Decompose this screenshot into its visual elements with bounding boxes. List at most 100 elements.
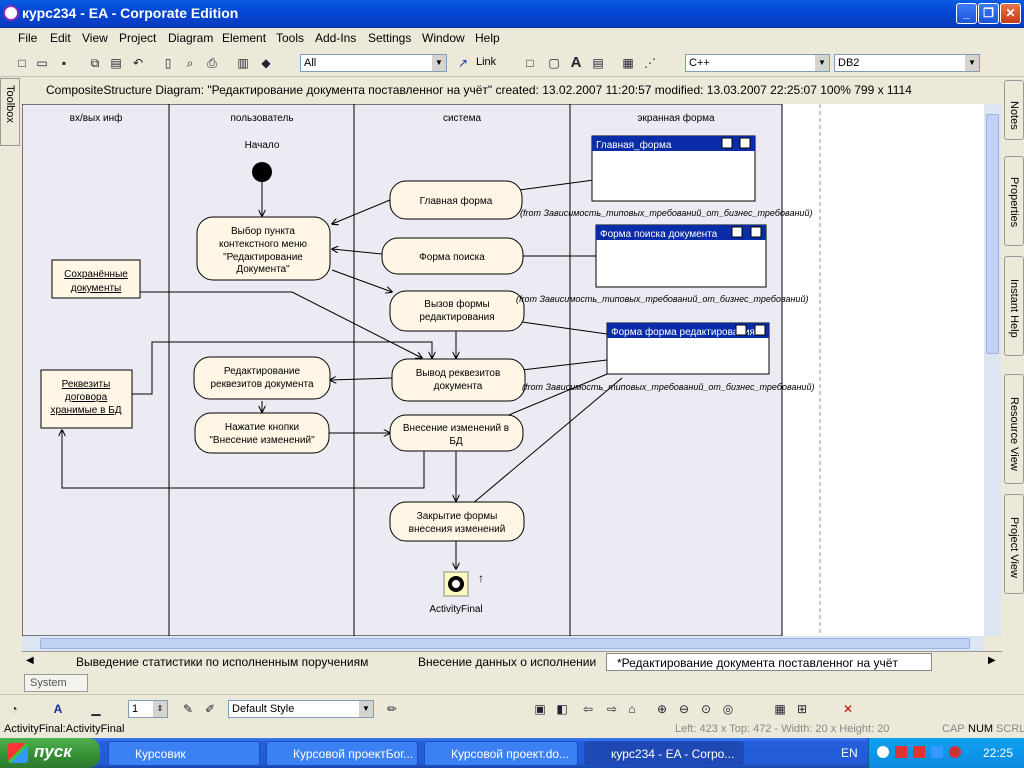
delete-icon[interactable]: ✕	[842, 702, 854, 716]
draw-icon[interactable]: ✏	[386, 702, 398, 716]
text-icon[interactable]: A	[570, 54, 582, 71]
tab-project-view[interactable]: Project View	[1004, 494, 1024, 594]
toolbox-tab[interactable]: Toolbox	[0, 78, 20, 146]
object-requisites[interactable]	[40, 369, 133, 429]
scroll-thumb[interactable]	[40, 638, 970, 649]
tab-left-arrow-icon[interactable]: ◀	[26, 655, 34, 666]
menu-settings[interactable]: Settings	[368, 31, 412, 45]
tab-statistics[interactable]: Выведение статистики по исполненным пору…	[76, 655, 369, 669]
pen-icon[interactable]: ✐	[204, 702, 216, 716]
link-icon[interactable]: ↗	[457, 56, 469, 70]
tab-notes[interactable]: Notes	[1004, 80, 1024, 140]
connector-icon[interactable]: ⋰	[644, 56, 656, 70]
app-icon[interactable]	[3, 5, 19, 21]
system-tab[interactable]: System	[24, 674, 88, 692]
menu-element[interactable]: Element	[222, 31, 267, 45]
format-painter-icon[interactable]: ✎	[182, 702, 194, 716]
menu-file[interactable]: File	[18, 31, 38, 45]
database-select[interactable]: DB2▼	[834, 54, 980, 72]
rectangle-icon[interactable]: □	[526, 56, 534, 70]
tray-icon[interactable]	[913, 746, 925, 758]
zoom-out-icon[interactable]: ⊖	[678, 702, 690, 716]
close-button[interactable]: ✕	[1000, 3, 1021, 24]
vertical-scrollbar[interactable]	[984, 104, 1001, 636]
line-color-icon[interactable]: ▁	[91, 702, 101, 716]
start-label: Начало	[245, 140, 280, 151]
action-apply-db[interactable]	[389, 414, 524, 452]
layout-icon[interactable]: ▦	[774, 702, 786, 716]
home-icon[interactable]: ⌂	[628, 702, 636, 716]
tab-resource-view[interactable]: Resource View	[1004, 374, 1024, 484]
menu-window[interactable]: Window	[422, 31, 465, 45]
open-icon[interactable]: ▭	[36, 56, 48, 70]
action-edit-requisites[interactable]	[193, 356, 331, 400]
scroll-thumb[interactable]	[986, 114, 999, 354]
tray-icon[interactable]	[931, 746, 943, 758]
maximize-button[interactable]: ❐	[978, 3, 999, 24]
print-icon[interactable]: ⎙	[207, 56, 217, 70]
group-icon[interactable]: ▣	[534, 702, 546, 716]
task-folder[interactable]: Курсовик	[108, 741, 260, 766]
task-word-2[interactable]: Курсовой проект.do...	[424, 741, 578, 766]
start-button[interactable]: пуск	[0, 738, 100, 768]
diagram-canvas[interactable]: вх/вых инф пользователь система экранная…	[22, 104, 984, 636]
zoom-in-icon[interactable]: ⊕	[656, 702, 668, 716]
horizontal-scrollbar[interactable]	[22, 636, 984, 651]
text-box-icon[interactable]: ▢	[548, 56, 560, 70]
line-width-input[interactable]: 1⇕	[128, 700, 168, 718]
zoom-fit-icon[interactable]: ⊙	[700, 702, 712, 716]
undo-icon[interactable]: ↶	[132, 56, 144, 70]
fill-color-icon[interactable]: ◔	[10, 702, 18, 716]
dependency-note: (from Зависимость_типовых_требований_от_…	[516, 294, 808, 304]
find-icon[interactable]: ⌕	[186, 56, 194, 70]
language-indicator[interactable]: EN	[841, 746, 858, 760]
notes-icon[interactable]: ▥	[237, 56, 249, 70]
action-call-edit-form[interactable]	[389, 290, 525, 332]
element-icon[interactable]: ▦	[622, 56, 634, 70]
tab-active-diagram[interactable]: *Редактирование документа поставленног н…	[606, 653, 932, 671]
tray-icon[interactable]	[895, 746, 907, 758]
note-icon[interactable]: ▤	[592, 56, 604, 70]
action-select-item[interactable]	[196, 216, 331, 281]
forward-icon[interactable]: ⇨	[606, 702, 618, 716]
tab-instant-help[interactable]: Instant Help	[1004, 256, 1024, 356]
language-select[interactable]: C++▼	[685, 54, 830, 72]
style-select[interactable]: Default Style▼	[228, 700, 374, 718]
tree-icon[interactable]: ⊞	[796, 702, 808, 716]
save-icon[interactable]: ▪	[61, 56, 67, 70]
action-output-requisites[interactable]	[391, 358, 526, 402]
layer-icon[interactable]: ◧	[556, 702, 568, 716]
new-icon[interactable]: □	[18, 56, 26, 70]
initial-node[interactable]	[252, 162, 272, 182]
tray-icon[interactable]	[949, 746, 961, 758]
tray-icon[interactable]	[877, 746, 889, 758]
tab-properties[interactable]: Properties	[1004, 156, 1024, 246]
menu-help[interactable]: Help	[475, 31, 500, 45]
copy-icon[interactable]: ⧉	[90, 56, 100, 70]
task-word-1[interactable]: Курсовой проектБог...	[266, 741, 418, 766]
task-ea[interactable]: курс234 - EA - Corpo...	[584, 741, 744, 766]
action-press-button[interactable]	[194, 412, 330, 454]
action-close-form[interactable]	[389, 501, 525, 542]
menu-edit[interactable]: Edit	[50, 31, 71, 45]
paste-icon[interactable]: ▤	[110, 56, 122, 70]
filter-select[interactable]: All▼	[300, 54, 447, 72]
menu-diagram[interactable]: Diagram	[168, 31, 214, 45]
object-saved-docs[interactable]	[51, 259, 141, 299]
menu-project[interactable]: Project	[119, 31, 157, 45]
menu-view[interactable]: View	[82, 31, 108, 45]
preview-icon[interactable]: ▯	[164, 56, 172, 70]
book-icon[interactable]: ◆	[261, 56, 271, 70]
font-color-icon[interactable]: A	[53, 702, 63, 716]
menu-addins[interactable]: Add-Ins	[315, 31, 357, 45]
action-search-form[interactable]	[381, 237, 524, 275]
menu-tools[interactable]: Tools	[276, 31, 305, 45]
tab-data-entry[interactable]: Внесение данных о исполнении	[418, 655, 597, 669]
link-label[interactable]: Link	[476, 56, 497, 68]
form-min-icon	[731, 226, 743, 238]
tab-right-arrow-icon[interactable]: ▶	[988, 655, 996, 666]
minimize-button[interactable]: _	[956, 3, 977, 24]
zoom-100-icon[interactable]: ◎	[722, 702, 734, 716]
action-main-form[interactable]	[389, 180, 523, 220]
back-icon[interactable]: ⇦	[582, 702, 594, 716]
